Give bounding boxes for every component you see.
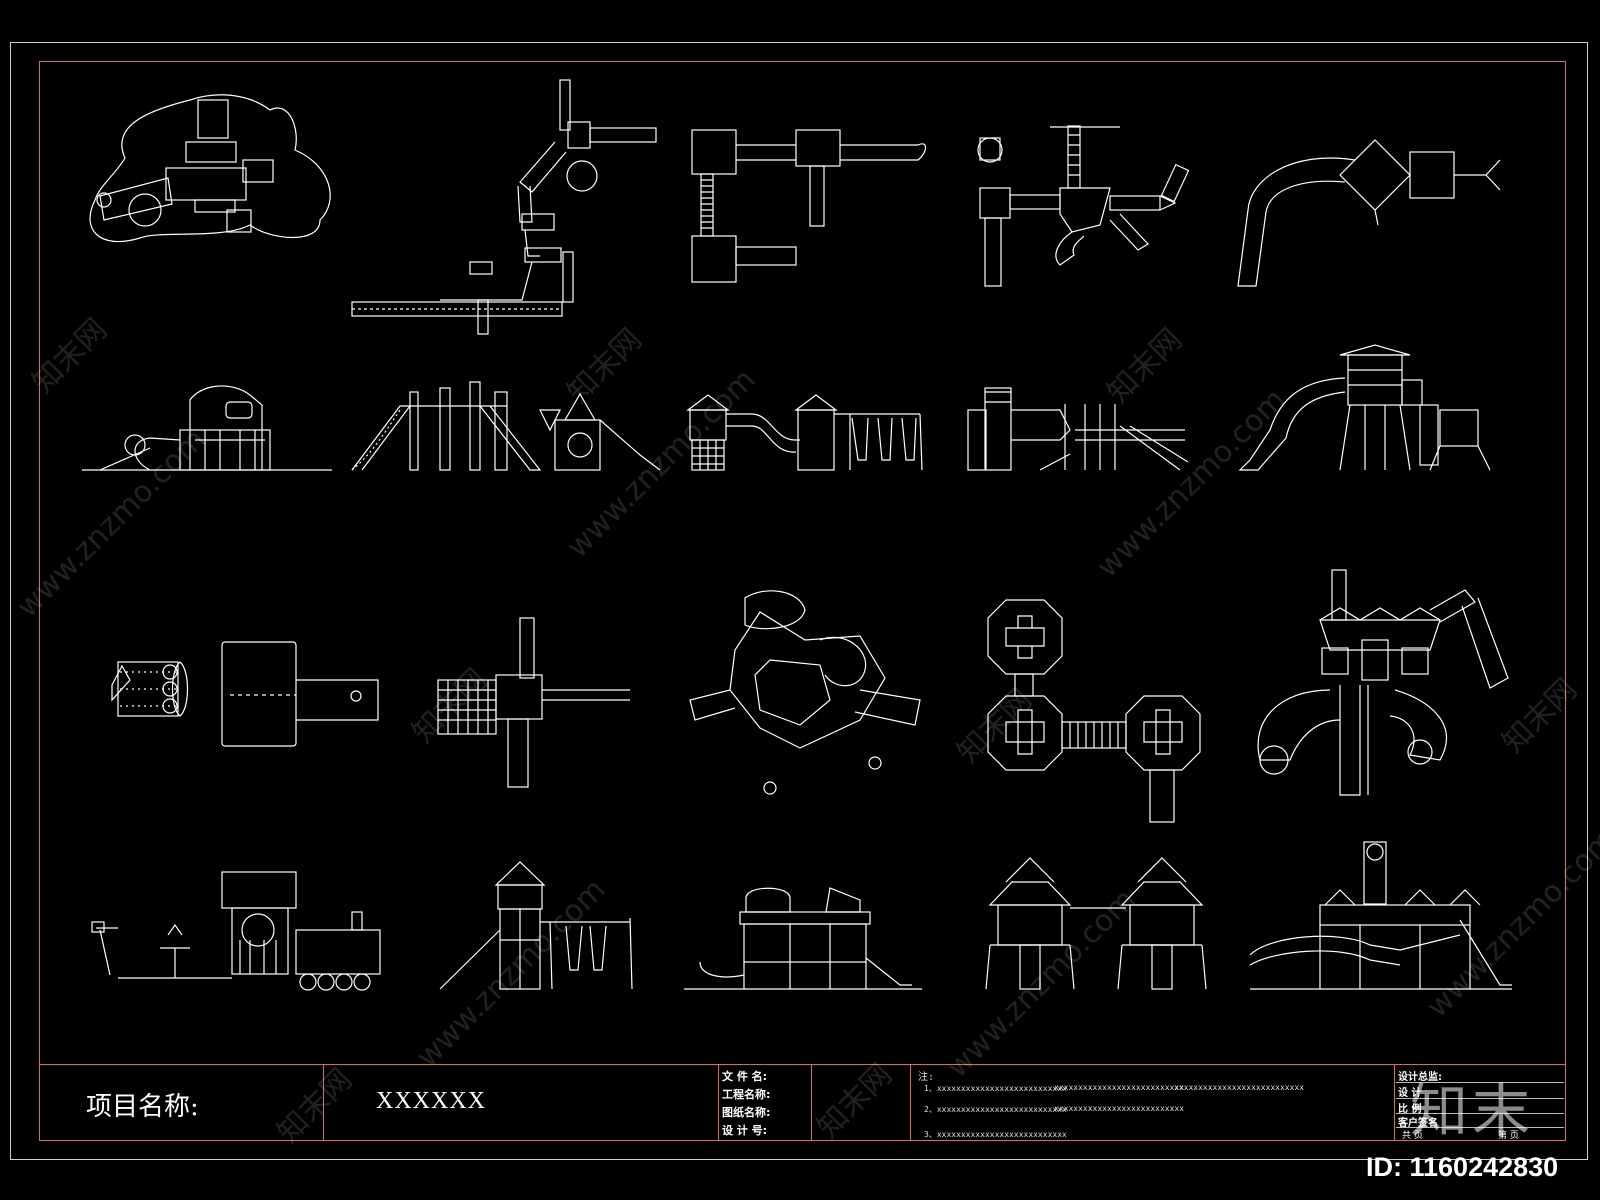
note-line: xxxxxxxxxxxxxxxxxxxxxxxxxxx [1174,1083,1305,1092]
elevation-view-4 [967,387,1189,471]
page-number-field: 第 页 [1498,1131,1519,1141]
titleblock-divider [718,1064,719,1140]
row-divider [1396,1098,1564,1099]
project-name-value: XXXXXX [376,1088,486,1114]
notes-label: 注: [918,1072,935,1083]
project-name-label: 项目名称: [86,1092,199,1122]
titleblock-divider [323,1064,324,1140]
file-name-field: 文 件 名: [722,1070,768,1083]
titleblock-divider [1394,1064,1395,1140]
total-pages-field: 共 页 [1402,1131,1423,1141]
row-divider [1396,1113,1564,1114]
row-divider [1396,1127,1564,1128]
elevation-view-6 [91,871,381,991]
titleblock-top-line [39,1064,1566,1065]
design-number-field: 设 计 号: [722,1124,768,1137]
plan-view-7 [437,617,630,788]
note-line: xxxxxxxxxxxxxxxxxxxxxxxxxxx [1054,1104,1185,1113]
drawing-frame [39,61,1566,1141]
outer-border [10,42,1588,1160]
design-director-field: 设计总监: [1398,1072,1442,1083]
elevation-view-1 [82,385,332,471]
drawing-name-field: 图纸名称: [722,1106,771,1119]
znzmo-logo: 知末 [1410,1077,1535,1145]
note-line: 3、xxxxxxxxxxxxxxxxxxxxxxxxxxx [924,1130,1067,1139]
plan-view-10 [1257,569,1509,796]
note-line: xxxxxxxxxxxxxxxxxxxxxxxxxxx [1054,1083,1185,1092]
elevation-view-5 [1238,344,1491,471]
titleblock-divider [811,1064,812,1140]
image-id-label: ID: 1160242830 [1366,1152,1559,1182]
elevation-view-2 [351,381,661,471]
elevation-view-7 [439,861,633,990]
designer-field: 设 计 [1398,1088,1422,1099]
elevation-view-3 [686,394,923,471]
scale-field: 比 例 [1398,1104,1422,1115]
plan-view-1 [89,94,331,243]
project-title-field: 工程名称: [722,1088,771,1101]
plan-view-2 [351,79,657,335]
plan-view-3 [691,129,927,283]
client-signature-field: 客户签名 [1398,1118,1438,1129]
row-divider [1396,1082,1564,1083]
plan-view-6 [111,641,379,747]
elevation-view-10 [1249,841,1512,990]
plan-view-9 [987,599,1201,823]
plan-view-8 [689,590,921,795]
plan-view-4 [977,125,1190,287]
titleblock-divider [910,1064,911,1140]
elevation-view-8 [684,887,922,990]
note-line: 2、xxxxxxxxxxxxxxxxxxxxxxxxxxx [924,1105,1067,1114]
elevation-view-9 [985,857,1207,990]
plan-view-5 [1237,139,1501,287]
note-line: 1、xxxxxxxxxxxxxxxxxxxxxxxxxxx [924,1084,1067,1093]
